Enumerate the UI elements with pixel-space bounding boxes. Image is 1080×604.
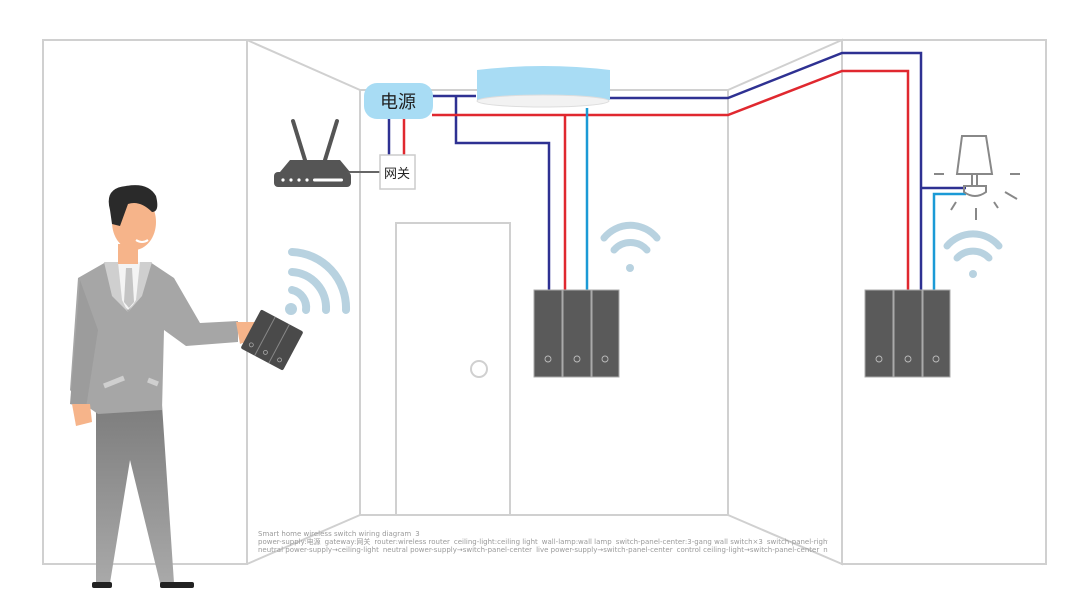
ceiling-light <box>476 66 610 108</box>
switch-gang-2 <box>562 289 592 378</box>
person-pants <box>96 405 174 583</box>
component-item: switch-panel-center:3-gang wall switch×3 <box>615 538 763 546</box>
router-icon <box>274 119 351 187</box>
wire-live-main <box>432 69 910 290</box>
gateway: 网关 <box>346 154 416 190</box>
switch-gang-2 <box>893 289 923 378</box>
bulb-icon <box>875 355 940 363</box>
door-knob <box>470 360 488 378</box>
wire-item: control ceiling-light→switch-panel-cente… <box>676 546 820 554</box>
person <box>70 185 262 588</box>
switch-gang-3 <box>922 289 951 378</box>
wire-item: live power-supply→switch-panel-center <box>536 546 673 554</box>
right-wall-front <box>841 39 1047 565</box>
component-item: wall-lamp:wall lamp <box>541 538 612 546</box>
ceiling-light-diffuser <box>476 94 610 108</box>
person-tie <box>124 268 134 308</box>
wifi-icon <box>600 221 661 272</box>
wire-item: neutral power-supply→wall-lamp <box>823 546 828 554</box>
power-supply: 电源 <box>364 83 433 119</box>
wifi-icon <box>285 248 351 315</box>
handheld-remote <box>241 310 303 370</box>
left-wall-front <box>42 39 248 565</box>
component-item: power-supply:电源 <box>258 538 321 546</box>
person-arm-left <box>70 280 98 408</box>
wifi-icon <box>943 230 1003 278</box>
bulb-icon <box>544 355 609 363</box>
wifi-signal-count: 3 <box>415 530 420 538</box>
component-item: ceiling-light:ceiling light <box>453 538 538 546</box>
power-supply-label: 电源 <box>380 92 416 113</box>
switch-gang-3 <box>591 289 620 378</box>
ceiling-light-body <box>477 66 610 103</box>
person-hair <box>108 185 158 226</box>
person-lapel <box>104 262 128 312</box>
component-item: gateway:网关 <box>324 538 371 546</box>
person-hand-left <box>72 404 92 426</box>
wall-lamp-icon <box>934 135 1020 220</box>
power-supply-box <box>364 83 433 119</box>
wire-item: neutral power-supply→ceiling-light <box>258 546 379 554</box>
component-item: router:wireless router <box>374 538 450 546</box>
person-shoe-right <box>160 582 194 588</box>
wire-item: neutral power-supply→switch-panel-center <box>382 546 533 554</box>
door <box>395 222 511 516</box>
switch-panel-center <box>533 289 620 378</box>
person-jacket <box>70 262 238 414</box>
person-shoe-left <box>92 582 112 588</box>
diagram-title: Smart home wireless switch wiring diagra… <box>258 530 412 538</box>
gateway-label: 网关 <box>384 167 410 182</box>
wire-neutral-center-switch <box>454 96 551 290</box>
wire-neutral-right <box>610 51 923 290</box>
wire-control-right-switch <box>932 192 966 290</box>
gateway-box <box>379 154 416 190</box>
switch-gang-1 <box>533 289 563 378</box>
right-side-wall <box>727 38 843 566</box>
person-smile <box>135 239 149 243</box>
switch-panel-right <box>864 289 951 378</box>
diagram-caption: Smart home wireless switch wiring diagra… <box>258 530 828 600</box>
wiring <box>387 51 966 290</box>
component-item: switch-panel-right:3-gang wall switch×3 <box>766 538 828 546</box>
switch-gang-1 <box>864 289 894 378</box>
